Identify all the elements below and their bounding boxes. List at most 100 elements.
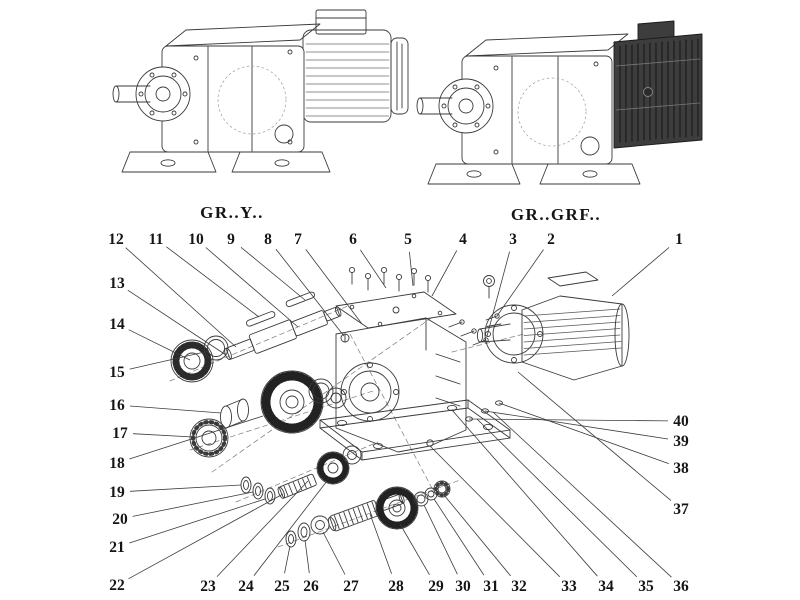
callout-10: 10 <box>188 231 204 248</box>
leader-line-12 <box>125 247 237 348</box>
leader-line-3 <box>486 251 510 337</box>
callout-21: 21 <box>109 539 125 556</box>
callout-1: 1 <box>675 231 683 248</box>
callout-11: 11 <box>149 231 164 248</box>
callout-33: 33 <box>561 578 577 595</box>
vent-plug <box>340 333 350 343</box>
leader-line-6 <box>359 249 387 289</box>
motor-shaft-end <box>476 328 484 343</box>
gear-stage1 <box>375 486 419 530</box>
cover-fins <box>619 38 699 143</box>
leader-line-16 <box>129 405 222 414</box>
leader-line-38 <box>498 402 669 464</box>
leader-line-13 <box>127 289 227 356</box>
fan-cover <box>390 37 409 115</box>
hidden-gear-outline <box>517 77 587 147</box>
output-boss <box>135 66 191 122</box>
bearing-output <box>189 418 229 458</box>
leader-line-36 <box>492 411 672 578</box>
callout-19: 19 <box>109 484 125 501</box>
callout-17: 17 <box>112 425 128 442</box>
callout-31: 31 <box>483 578 499 595</box>
motor-fins <box>305 43 390 117</box>
leader-line-18 <box>129 415 264 460</box>
leader-line-5 <box>409 251 414 287</box>
output-boss <box>438 78 494 134</box>
callout-8: 8 <box>264 231 272 248</box>
input-pinion-shaft <box>327 493 405 532</box>
callout-5: 5 <box>404 231 412 248</box>
drain-plug <box>426 439 434 447</box>
motor-fins <box>523 308 622 356</box>
motor-body <box>521 295 623 381</box>
gear-intermediate <box>316 451 350 485</box>
leader-line-34 <box>451 409 598 577</box>
callout-20: 20 <box>112 511 128 528</box>
terminal-box <box>315 9 367 35</box>
leader-line-30 <box>423 504 458 575</box>
callout-16: 16 <box>109 397 125 414</box>
callout-24: 24 <box>238 578 254 595</box>
leader-line-19 <box>129 484 242 492</box>
leader-line-15 <box>129 350 210 370</box>
output-shaft-end <box>416 97 424 115</box>
leader-line-22 <box>128 493 284 580</box>
callout-14: 14 <box>109 316 125 333</box>
leader-line-7 <box>305 249 363 325</box>
foot-left <box>121 151 217 173</box>
callout-27: 27 <box>343 578 359 595</box>
callout-13: 13 <box>109 275 125 292</box>
exploded-view <box>169 266 630 548</box>
gearbox-top-face <box>165 23 321 47</box>
callout-2: 2 <box>547 231 555 248</box>
leader-line-40 <box>468 418 669 422</box>
grf-finned-cover-unit <box>613 20 703 149</box>
washers-intermediate <box>240 476 276 505</box>
variant-label-gr-grf: GR..GRF.. <box>511 205 601 224</box>
callout-39: 39 <box>673 433 689 450</box>
callout-40: 40 <box>673 413 689 430</box>
leader-line-4 <box>431 250 458 297</box>
leader-line-25 <box>284 545 291 574</box>
leader-line-31 <box>433 498 485 576</box>
assembled-view-gr-grf <box>416 20 703 185</box>
callout-22: 22 <box>109 577 125 594</box>
leader-line-2 <box>496 249 544 317</box>
spacer-sleeve <box>220 398 249 429</box>
leader-line-17 <box>132 433 194 438</box>
callout-9: 9 <box>227 231 235 248</box>
hidden-gear-outline <box>217 65 287 135</box>
callout-18: 18 <box>109 455 125 472</box>
leader-line-11 <box>166 246 260 318</box>
leader-line-9 <box>240 246 306 301</box>
callout-29: 29 <box>428 578 444 595</box>
gearbox-top-face <box>465 33 629 57</box>
leader-line-29 <box>399 523 430 576</box>
callout-30: 30 <box>455 578 471 595</box>
callout-25: 25 <box>274 578 290 595</box>
callout-28: 28 <box>388 578 404 595</box>
leader-line-27 <box>322 531 346 575</box>
output-shaft-assembly <box>224 291 342 361</box>
washers-input <box>285 522 311 548</box>
leader-line-39 <box>484 410 669 440</box>
callout-15: 15 <box>109 364 125 381</box>
bearing-mid-small <box>325 387 347 409</box>
leader-line-24 <box>253 480 328 576</box>
motor-rear-cap <box>614 303 630 367</box>
gear-stage2-large <box>260 370 324 434</box>
leader-line-28 <box>369 513 392 574</box>
leader-line-32 <box>443 494 512 577</box>
retaining-ring <box>203 335 229 361</box>
inspection-cover-plate <box>335 291 457 329</box>
eyebolt <box>483 275 495 299</box>
gear-housing <box>335 317 467 453</box>
bearing-intermediate <box>342 445 362 465</box>
callout-32: 32 <box>511 578 527 595</box>
rings-input-side <box>413 480 451 507</box>
leader-line-26 <box>304 539 310 574</box>
foot-left <box>427 163 521 185</box>
variant-label-gr-y: GR..Y.. <box>200 203 264 222</box>
